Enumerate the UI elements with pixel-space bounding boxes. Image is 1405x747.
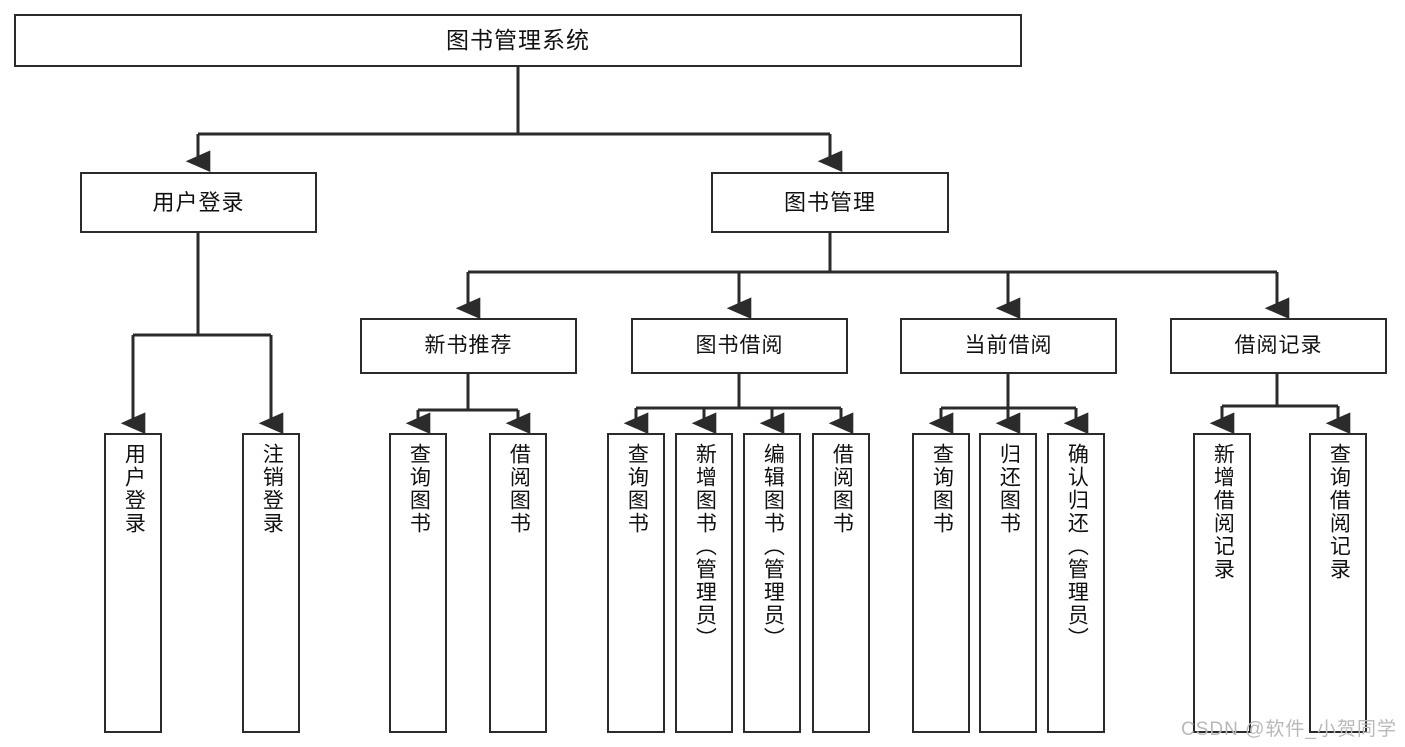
node-user-login-label: 用户登录 — [152, 189, 245, 215]
node-root-label: 图书管理系统 — [446, 26, 590, 53]
node-book-borrow[interactable]: 图书借阅 — [631, 318, 848, 374]
node-borrow-record-label: 借阅记录 — [1234, 333, 1323, 357]
node-book-manage[interactable]: 图书管理 — [711, 172, 949, 233]
node-root[interactable]: 图书管理系统 — [14, 14, 1022, 67]
node-leaf-query-book-1-label: 查询图书 — [407, 443, 431, 535]
node-leaf-confirm-return[interactable]: 确认归还（管理员） — [1047, 433, 1105, 733]
node-current-borrow[interactable]: 当前借阅 — [900, 318, 1117, 374]
node-leaf-query-book-3[interactable]: 查询图书 — [912, 433, 970, 733]
node-leaf-query-record[interactable]: 查询借阅记录 — [1309, 433, 1367, 733]
node-leaf-borrow-book-2[interactable]: 借阅图书 — [812, 433, 870, 733]
node-leaf-query-book-2[interactable]: 查询图书 — [607, 433, 665, 733]
node-leaf-confirm-return-label: 确认归还（管理员） — [1065, 443, 1089, 650]
node-leaf-user-login[interactable]: 用户登录 — [104, 433, 162, 733]
node-leaf-borrow-book-2-label: 借阅图书 — [830, 443, 854, 535]
node-leaf-query-book-2-label: 查询图书 — [625, 443, 649, 535]
node-user-login[interactable]: 用户登录 — [80, 172, 317, 233]
node-leaf-add-book[interactable]: 新增图书（管理员） — [675, 433, 733, 733]
node-leaf-query-record-label: 查询借阅记录 — [1327, 443, 1351, 581]
node-leaf-return-book-label: 归还图书 — [997, 443, 1021, 535]
node-leaf-add-book-label: 新增图书（管理员） — [693, 443, 717, 650]
node-leaf-add-record[interactable]: 新增借阅记录 — [1193, 433, 1251, 733]
watermark-text: CSDN @软件_小贺同学 — [1181, 719, 1397, 740]
node-new-book-rec-label: 新书推荐 — [424, 333, 513, 357]
node-leaf-logout-label: 注销登录 — [260, 443, 284, 535]
node-leaf-return-book[interactable]: 归还图书 — [979, 433, 1037, 733]
node-new-book-rec[interactable]: 新书推荐 — [360, 318, 577, 374]
node-book-manage-label: 图书管理 — [783, 189, 876, 215]
node-leaf-borrow-book-1-label: 借阅图书 — [507, 443, 531, 535]
node-leaf-borrow-book-1[interactable]: 借阅图书 — [489, 433, 547, 733]
node-leaf-logout[interactable]: 注销登录 — [242, 433, 300, 733]
node-leaf-query-book-1[interactable]: 查询图书 — [389, 433, 447, 733]
node-leaf-user-login-label: 用户登录 — [122, 443, 146, 535]
node-book-borrow-label: 图书借阅 — [695, 333, 784, 357]
node-leaf-edit-book[interactable]: 编辑图书（管理员） — [743, 433, 801, 733]
node-leaf-add-record-label: 新增借阅记录 — [1211, 443, 1235, 581]
node-leaf-edit-book-label: 编辑图书（管理员） — [761, 443, 785, 650]
node-leaf-query-book-3-label: 查询图书 — [930, 443, 954, 535]
node-current-borrow-label: 当前借阅 — [964, 333, 1053, 357]
node-borrow-record[interactable]: 借阅记录 — [1170, 318, 1387, 374]
